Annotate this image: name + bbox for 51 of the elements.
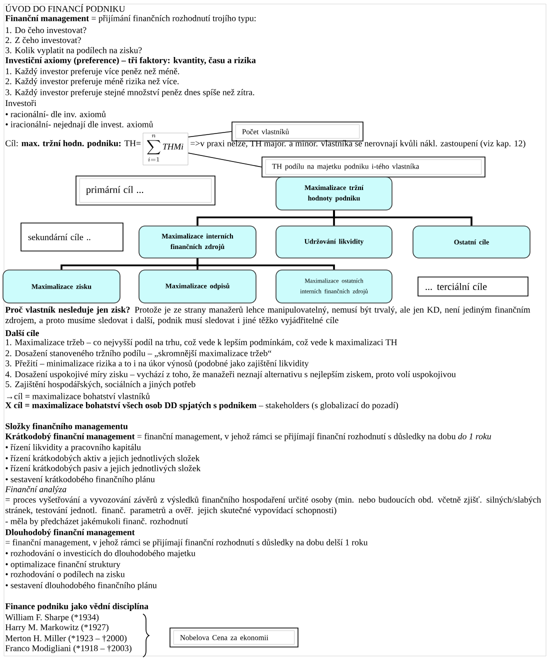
- heading: ÚVOD DO FINANCÍ PODNIKU: [5, 4, 125, 12]
- text-line: • racionální- dle inv. axiomů: [6, 110, 106, 118]
- text-line: Finance podniku jako vědní disciplína: [5, 602, 148, 612]
- text-line: Finanční analýza: [5, 486, 66, 494]
- leader-line: [188, 131, 232, 138]
- text-line: 3. Přežití – minimalizace rizika a to i na úkor výnosů (podobné jako zajištění likvidity: [6, 360, 309, 368]
- callout-box: primární cíl ...: [76, 176, 216, 206]
- text-line: 1. Maximalizace tržeb – co nejvyšší podíl na trhu, což vede k lepším podmínkám, což vede k maximalizaci TH: [6, 339, 397, 347]
- text-line: - měla by předcházet jakémukoli finanč. rozhodnutí: [6, 518, 188, 526]
- text-line: Investiční axiomy (preference) – tři faktory: kvantity, času a rizika: [6, 56, 256, 66]
- note-box: ... terciální cíle: [418, 276, 528, 296]
- leader-line: [188, 152, 262, 168]
- text-line: 3. Kolik vyplatit na podílech na zisku?: [6, 47, 142, 55]
- text-line: Finanční management = přijímání finančních rozhodnutí trojího typu:: [5, 14, 256, 24]
- connector: [333, 210, 472, 226]
- connector: [196, 258, 335, 270]
- text-line: • sestavení krátkodobého finančního plánu: [6, 476, 155, 484]
- text-line: →cíl = maximalizace bohatství vlastníků: [7, 392, 150, 400]
- formula-box: [142, 132, 188, 166]
- text-line: =>v praxi nelze, TH major. a minor. vlastníka se nerovnají kvůli nákl. zastoupení (viz kap. 12): [190, 140, 526, 148]
- text-line: • rozhodování o podílech na zisku: [6, 571, 125, 579]
- text-line: 2. Dosažení stanoveného tržního podílu – „skromnější maximalizace tržeb“: [6, 350, 272, 358]
- text-line: • řízení krátkodobých aktiv a jejich jednotlivých složek: [6, 455, 200, 463]
- text-line: • rozhodování o investicích do dlouhodobého majetku: [6, 550, 196, 558]
- text-line: Složky finančního managementu: [6, 422, 128, 432]
- text-line: • řízení likvidity a pracovního kapitálu: [6, 444, 141, 452]
- text-line: = finanční management, v jehož rámci se přijímají finanční rozhodnutí s důsledky na dobu delší 1 roku: [6, 538, 368, 548]
- text-line: 1. Každý investor preferuje více peněz než méně.: [6, 68, 180, 76]
- text-line: Dlouhodobý finanční management: [5, 528, 135, 538]
- text-line: Investoři: [6, 100, 36, 106]
- text-line: • optimalizace finanční struktury: [6, 560, 120, 570]
- text-line: • sestavení dlouhodobého finančního plánu: [6, 582, 157, 590]
- text-line: William F. Sharpe (*1934): [5, 614, 99, 622]
- text-line: • iracionální- nejednají dle invest. axiomů: [6, 120, 154, 130]
- text-line: Merton H. Miller (*1923 – †2000): [5, 635, 127, 643]
- text-line: X cíl = maximalizace bohatství všech osob DD spjatých s podnikem – stakeholders (s globalizací do pozadí): [5, 402, 398, 410]
- text-line: • řízení krátkodobých pasiv a jejich jednotlivých složek: [6, 465, 201, 474]
- text-line: 2. Každý investor preferuje méně rizika než více.: [6, 78, 179, 86]
- text-line: 2. Z čeho investovat?: [6, 36, 81, 44]
- text-line: Harry M. Markowitz (*1927): [5, 624, 108, 632]
- paragraph: = proces vyšetřování a vyvozování závěrů z výsledků finančního hospodaření určité osoby (min. nebo budoucích obd. včetně zjišť. silných/slabých stránek, testování jednotl. finanč. parametrů a ověř. jejich skutečné vypovídací schopnosti): [6, 496, 541, 515]
- text-line: Krátkodobý finanční management = finanční management, v jehož rámci se přijímají finanční rozhodnutí s důsledky na dobu do 1 roku: [5, 432, 491, 442]
- text-line: Další cíle: [5, 330, 39, 336]
- text-line: 1. Do čeho investovat?: [6, 26, 86, 34]
- text-line: Franco Modigliani (*1918 – †2003): [5, 645, 132, 653]
- note-box: sekundární cíle ..: [20, 222, 124, 252]
- formula: $\sum_{i=1}^{n} \mathit{THMi}$: [147, 134, 184, 162]
- text-line: 4. Dosažení uspokojivé míry zisku – vychází z toho, že manažeři neznají alternativu s nejlepším ziskem, proto volí uspokojivou: [5, 371, 456, 379]
- text-line: 5. Zajištění hospodářských, sociálních a jiných potřeb: [6, 381, 196, 390]
- paragraph: Proč vlastník nesleduje jen zisk? Protože je ze strany manažerů lehce manipulovatelný, nemusí být trvalý, ale jen KD, není jediným finančním zdrojem, a proto musíme sledovat i další, podnik musí sledovat i jiné těžko vyjádřitelné cíle: [5, 306, 530, 325]
- text-line: 3. Každý investor preferuje stejné množství peněz dnes spíše než zítra.: [6, 88, 254, 98]
